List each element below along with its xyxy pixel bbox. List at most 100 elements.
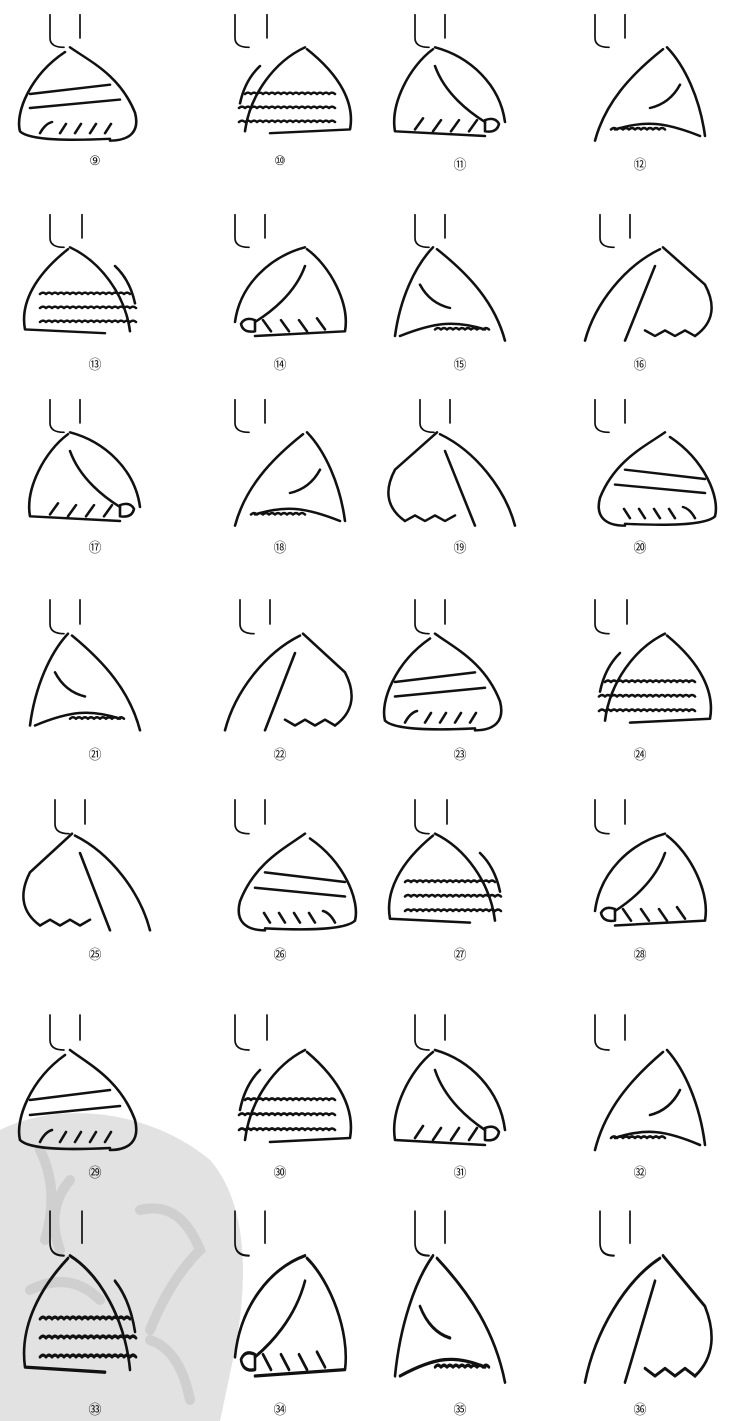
- figure-drawing: [10, 595, 180, 740]
- drawing-stroke: [23, 834, 72, 926]
- drawing-stroke: [599, 695, 695, 696]
- drawing-stroke: [605, 681, 695, 682]
- figure-number-label: ㉕: [82, 944, 108, 963]
- drawing-stroke: [600, 215, 614, 248]
- drawing-stroke: [485, 119, 499, 132]
- figure-31: [375, 1010, 545, 1160]
- drawing-stroke: [235, 800, 249, 834]
- drawing-stroke: [395, 672, 485, 696]
- figure-drawing: [375, 210, 545, 350]
- figure-number-label: ㉟: [447, 1399, 473, 1418]
- figure-drawing: [195, 1205, 365, 1395]
- figure-drawing: [555, 1205, 725, 1395]
- drawing-stroke: [40, 1355, 136, 1357]
- figure-number-label: ㉛: [447, 1162, 473, 1181]
- drawing-stroke: [415, 15, 429, 48]
- figure-number-label: ⑱: [267, 537, 293, 556]
- figure-33: [10, 1205, 180, 1395]
- figure-14: [195, 210, 365, 350]
- figure-number-label: ㉝: [82, 1399, 108, 1418]
- drawing-stroke: [395, 247, 433, 336]
- drawing-stroke: [605, 634, 665, 721]
- drawing-stroke: [600, 1211, 614, 1255]
- figure-drawing: [555, 595, 725, 740]
- drawing-stroke: [415, 215, 429, 248]
- drawing-stroke: [245, 93, 335, 94]
- drawing-stroke: [40, 122, 111, 133]
- figure-12: [555, 10, 725, 150]
- figure-number-label: ⑬: [82, 354, 108, 373]
- figure-9: [10, 10, 180, 150]
- figure-drawing: [375, 395, 545, 535]
- drawing-stroke: [595, 15, 609, 48]
- figure-drawing: [375, 1010, 545, 1160]
- drawing-stroke: [40, 920, 90, 926]
- drawing-stroke: [405, 910, 501, 911]
- drawing-stroke: [255, 872, 345, 896]
- drawing-stroke: [70, 1256, 130, 1370]
- figure-29: [10, 1010, 180, 1160]
- drawing-stroke: [611, 1137, 665, 1139]
- figure-drawing: [10, 10, 180, 150]
- figure-16: [555, 210, 725, 350]
- drawing-stroke: [225, 636, 300, 731]
- drawing-stroke: [307, 432, 345, 521]
- drawing-stroke: [415, 1211, 429, 1255]
- figure-number-label: ㉚: [267, 1162, 293, 1181]
- figure-drawing: [555, 10, 725, 150]
- figure-number-label: ⑭: [267, 354, 293, 373]
- drawing-stroke: [55, 672, 85, 696]
- drawing-stroke: [435, 1070, 485, 1130]
- drawing-stroke: [600, 653, 620, 692]
- figure-32: [555, 1010, 725, 1160]
- drawing-stroke: [645, 1368, 695, 1376]
- drawing-stroke: [70, 247, 130, 331]
- figure-number-label: ㉞: [267, 1399, 293, 1418]
- figure-drawing: [555, 210, 725, 350]
- drawing-stroke: [445, 451, 475, 526]
- drawing-stroke: [245, 1050, 305, 1140]
- drawing-stroke: [667, 1050, 705, 1145]
- figure-30: [195, 1010, 365, 1160]
- drawing-stroke: [420, 285, 450, 308]
- drawing-stroke: [405, 515, 455, 521]
- drawing-stroke: [241, 1353, 255, 1370]
- drawing-stroke: [40, 1130, 111, 1142]
- drawing-stroke: [30, 85, 120, 108]
- drawing-stroke: [388, 432, 437, 521]
- drawing-stroke: [420, 1306, 450, 1338]
- figure-drawing: [195, 10, 365, 150]
- figure-drawing: [10, 395, 180, 535]
- drawing-stroke: [50, 15, 64, 48]
- figure-28: [555, 795, 725, 940]
- drawing-stroke: [115, 1281, 135, 1332]
- drawing-stroke: [625, 266, 655, 341]
- drawing-stroke: [611, 128, 665, 129]
- drawing-stroke: [595, 400, 609, 433]
- drawing-stroke: [595, 1015, 609, 1050]
- drawing-stroke: [241, 319, 255, 332]
- drawing-stroke: [265, 653, 295, 730]
- figure-number-label: ㉗: [447, 944, 473, 963]
- drawing-stroke: [405, 711, 476, 723]
- drawing-stroke: [235, 1211, 249, 1255]
- figure-drawing: [195, 795, 365, 940]
- drawing-stroke: [245, 1099, 335, 1101]
- drawing-stroke: [625, 1281, 655, 1382]
- figure-18: [195, 395, 365, 535]
- figure-number-label: ㉓: [447, 744, 473, 763]
- drawing-stroke: [663, 247, 712, 336]
- figure-number-label: ⑳: [627, 537, 653, 556]
- drawing-stroke: [440, 434, 515, 525]
- drawing-stroke: [667, 47, 705, 136]
- figure-20: [555, 395, 725, 535]
- drawing-stroke: [263, 1352, 325, 1370]
- drawing-stroke: [115, 266, 135, 303]
- drawing-stroke: [40, 321, 136, 322]
- drawing-stroke: [245, 47, 305, 131]
- figure-number-label: ⑩: [267, 154, 293, 169]
- figure-number-label: ⑫: [627, 154, 653, 173]
- drawing-stroke: [240, 66, 260, 103]
- drawing-stroke: [255, 1281, 305, 1357]
